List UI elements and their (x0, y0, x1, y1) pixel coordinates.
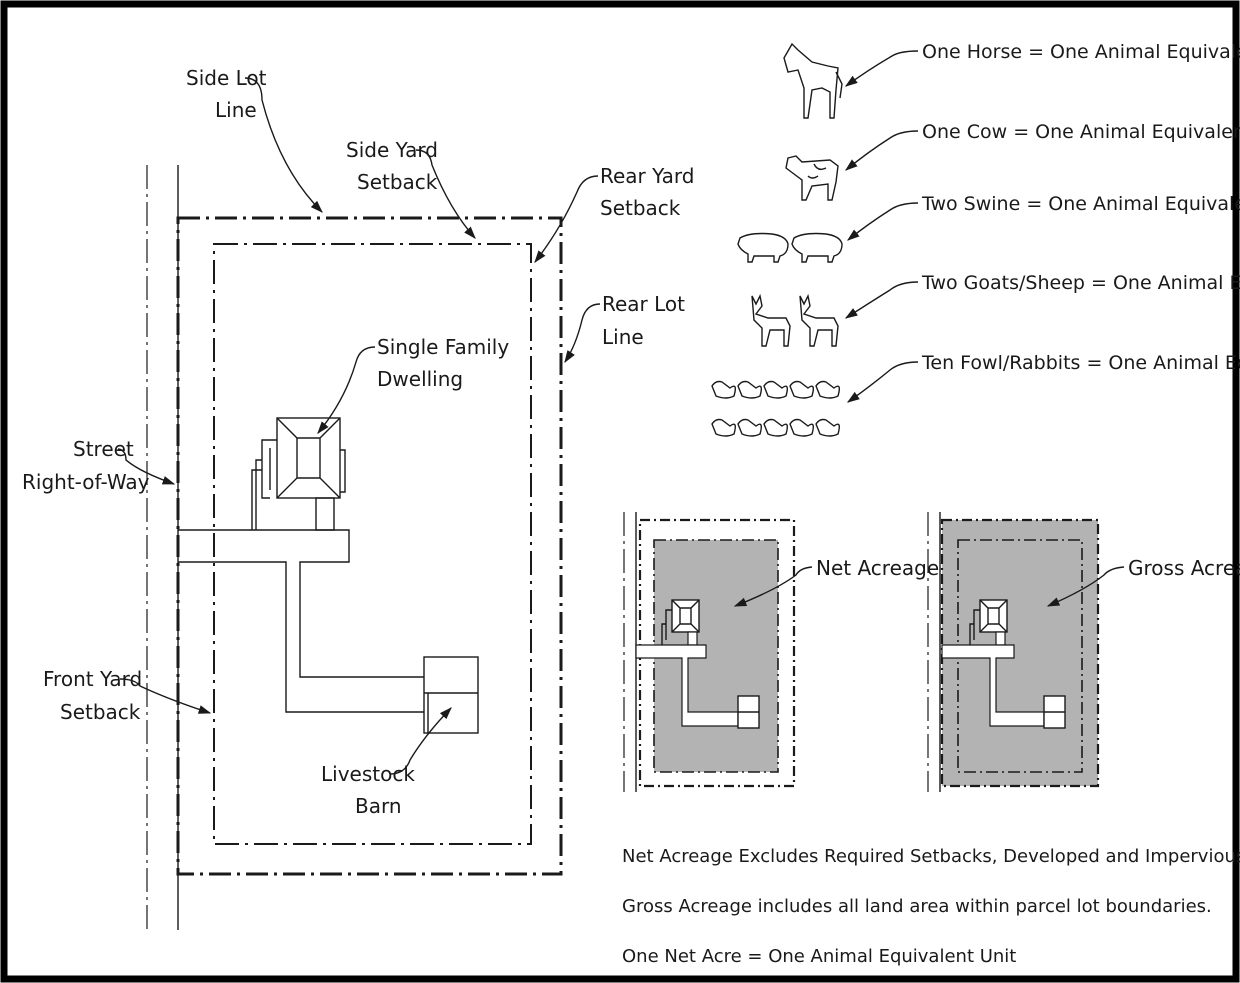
goat-icon (751, 293, 839, 347)
single-family-leader (317, 346, 376, 434)
notes: Net Acreage Excludes Required Setbacks, … (622, 846, 1240, 967)
gross-acreage-note: Gross Acreage includes all land area wit… (622, 896, 1212, 917)
single-family-label-2: Dwelling (377, 367, 463, 391)
net-acreage-leader (733, 566, 813, 607)
livestock-barn-label-2: Barn (355, 794, 402, 818)
rear-lot-line-label-1: Rear Lot (602, 292, 685, 316)
cow-icon (785, 155, 839, 201)
swine-icon (737, 232, 843, 263)
livestock-barn-label-1: Livestock (321, 762, 415, 786)
swine-leader (847, 202, 919, 241)
setback-line (213, 243, 532, 845)
front-yard-setback-leader (119, 678, 212, 714)
animal-equivalents: One Horse = One Animal Equivalent One Co… (711, 41, 1240, 437)
street-row-leader (117, 448, 176, 485)
cow-leader (845, 130, 919, 171)
net-acreage-note: Net Acreage Excludes Required Setbacks, … (622, 846, 1240, 867)
livestock-barn-leader (389, 707, 452, 775)
net-acreage-plan: Net Acreage (623, 512, 939, 792)
fowl-leader (846, 361, 919, 403)
front-yard-setback-label-2: Setback (60, 700, 141, 724)
lot-line (176, 216, 563, 876)
cow-equivalent-text: One Cow = One Animal Equivalent (922, 121, 1240, 143)
single-family-label-1: Single Family (377, 335, 509, 359)
fowl-equivalent-text: Ten Fowl/Rabbits = One Animal Equivalent (921, 352, 1240, 374)
rear-yard-setback-label-2: Setback (600, 196, 681, 220)
street-row-label-1: Street (73, 437, 134, 461)
rear-lot-line-leader (564, 303, 601, 364)
main-lot-plan: Side Lot Line Side Yard Setback Rear Yar… (22, 66, 694, 930)
rear-lot-line-label-2: Line (602, 325, 644, 349)
rear-yard-setback-leader (534, 175, 599, 263)
swine-equivalent-text: Two Swine = One Animal Equivalent (921, 193, 1240, 215)
side-yard-setback-label-2: Setback (357, 170, 438, 194)
single-family-dwelling (251, 417, 346, 531)
side-lot-line-label-2: Line (215, 98, 257, 122)
side-yard-setback-leader (415, 149, 476, 239)
side-yard-setback-label-1: Side Yard (346, 138, 438, 162)
unit-note: One Net Acre = One Animal Equivalent Uni… (622, 946, 1016, 967)
goat-equivalent-text: Two Goats/Sheep = One Animal Equivalent (921, 272, 1240, 294)
rear-yard-setback-label-1: Rear Yard (600, 164, 694, 188)
gross-acreage-label: Gross Acreage (1128, 556, 1240, 580)
side-lot-line-leader (244, 77, 323, 213)
net-acreage-label: Net Acreage (816, 556, 939, 580)
side-lot-line-label-1: Side Lot (186, 66, 267, 90)
driveway-inner (178, 561, 424, 713)
gross-acreage-plan: Gross Acreage (927, 512, 1240, 792)
fowl-icon (711, 380, 841, 437)
horse-leader (844, 50, 919, 87)
horse-equivalent-text: One Horse = One Animal Equivalent (922, 41, 1240, 63)
livestock-barn (423, 656, 479, 734)
gross-acreage-leader (1046, 566, 1125, 607)
goat-leader (844, 281, 919, 319)
street-row-label-2: Right-of-Way (22, 470, 150, 494)
horse-icon (783, 42, 843, 119)
